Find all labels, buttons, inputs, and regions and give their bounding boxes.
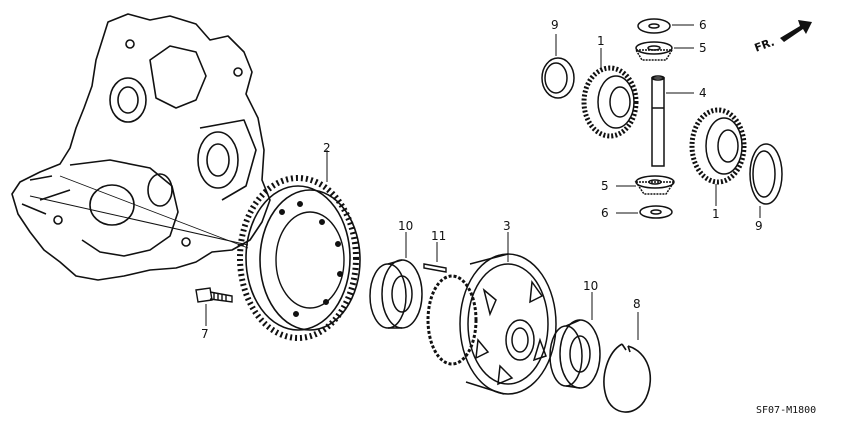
side-gear-bottom (689, 107, 747, 185)
bolt (195, 287, 233, 303)
transmission-case (11, 13, 271, 281)
front-direction-arrow-icon (780, 20, 812, 42)
callout-6-top: 6 (699, 18, 707, 32)
pinion-shaft (651, 75, 665, 167)
pinion-washer-bottom (639, 205, 673, 219)
callout-10-right: 10 (583, 279, 598, 293)
callout-9-top: 9 (551, 18, 559, 32)
callout-9-bottom: 9 (755, 219, 763, 233)
pinion-gear-bottom (634, 175, 676, 195)
thrust-washer-bottom (749, 143, 783, 205)
side-gear-top (581, 65, 639, 139)
drawing-code: SF07-M1800 (756, 405, 816, 416)
callout-8: 8 (633, 297, 641, 311)
front-direction-label: FR. (753, 35, 777, 54)
callout-3: 3 (503, 219, 511, 233)
leader-line (29, 195, 249, 246)
snap-ring (603, 343, 652, 413)
thrust-washer-top (541, 57, 575, 99)
callout-4: 4 (699, 86, 707, 100)
callout-6-bottom: 6 (601, 206, 609, 220)
callout-5-top: 5 (699, 41, 707, 55)
pinion-washer-top (637, 18, 671, 34)
callout-1-bottom: 1 (712, 207, 720, 221)
callout-7: 7 (201, 327, 209, 341)
callout-5-bottom: 5 (601, 179, 609, 193)
bearing-right (549, 319, 601, 389)
differential-carrier (426, 253, 557, 395)
callout-2: 2 (323, 141, 331, 155)
callout-11: 11 (431, 229, 446, 243)
callout-1-top: 1 (597, 34, 605, 48)
final-driven-gear (237, 175, 361, 341)
leader-line (59, 175, 249, 249)
pinion-gear-top (634, 41, 674, 61)
pin (423, 263, 447, 273)
callout-10-left: 10 (398, 219, 413, 233)
bearing-left (369, 259, 423, 329)
